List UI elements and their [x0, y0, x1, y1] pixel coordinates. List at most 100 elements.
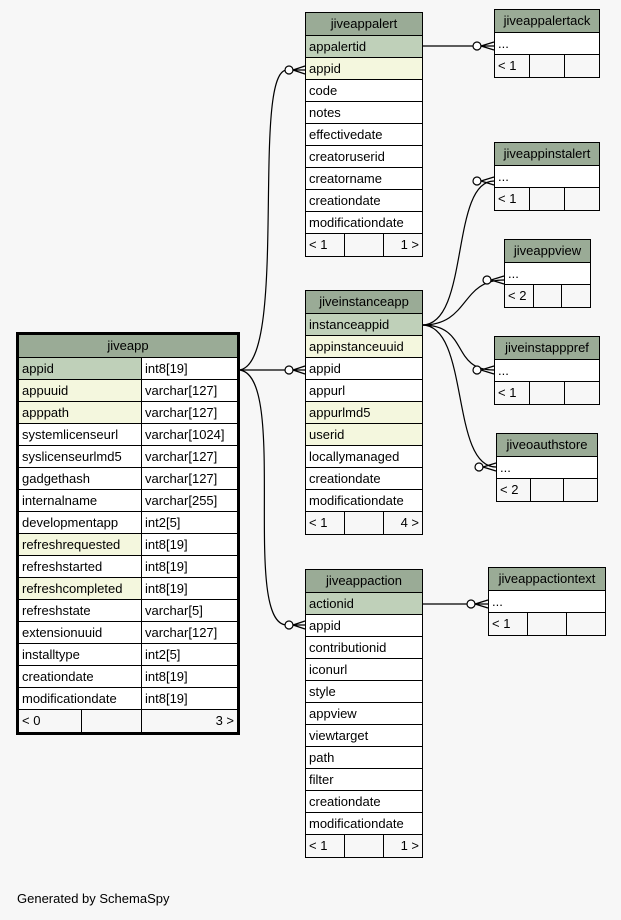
parent-count: < 1	[309, 237, 328, 252]
column-row: creationdate	[306, 791, 422, 813]
column-row: appinstanceuuid	[306, 336, 422, 358]
column-row: code	[306, 80, 422, 102]
table-title: jiveappalert	[306, 13, 422, 36]
column-name: extensionuuid	[19, 622, 141, 643]
relationship-end-marker	[474, 462, 484, 472]
column-name: refreshcompleted	[19, 578, 141, 599]
column-name: syslicenseurlmd5	[19, 446, 141, 467]
column-row: ...	[495, 33, 599, 55]
parent-count: < 1	[309, 838, 328, 853]
parent-count: < 2	[508, 288, 527, 303]
footer-blank	[532, 285, 562, 307]
relationship-line	[421, 180, 495, 326]
column-name: appview	[309, 706, 357, 721]
column-name: creatorname	[309, 171, 382, 186]
footer-blank	[344, 835, 383, 857]
table-jiveappalertack[interactable]: jiveappalertack... < 1	[494, 9, 600, 78]
column-type: int2[5]	[141, 512, 237, 533]
column-name: developmentapp	[19, 512, 141, 533]
column-type: varchar[127]	[141, 622, 237, 643]
column-row: appurlmd5	[306, 402, 422, 424]
column-row: ...	[495, 360, 599, 382]
column-type: varchar[127]	[141, 446, 237, 467]
column-name: appid	[19, 358, 141, 379]
table-jiveinstapppref[interactable]: jiveinstapppref...< 1	[494, 336, 600, 405]
column-name: modificationdate	[19, 688, 141, 709]
column-row: creatoruserid	[306, 146, 422, 168]
column-type: varchar[1024]	[141, 424, 237, 445]
column-row: appurl	[306, 380, 422, 402]
footer-blank	[529, 55, 564, 77]
footer-blank	[529, 188, 564, 210]
child-count: 1 >	[383, 835, 422, 857]
column-row: effectivedate	[306, 124, 422, 146]
footer-blank	[527, 613, 566, 635]
relationship-end-marker	[284, 65, 294, 75]
column-name: internalname	[19, 490, 141, 511]
column-row: instanceappid	[306, 314, 422, 336]
column-name: creationdate	[309, 471, 381, 486]
column-name: creationdate	[309, 794, 381, 809]
parent-count: < 1	[498, 58, 517, 73]
column-row: ...	[505, 263, 590, 285]
child-count: 4 >	[383, 512, 422, 534]
column-type: int8[19]	[141, 688, 237, 709]
table-jiveappinstalert[interactable]: jiveappinstalert...< 1	[494, 142, 600, 211]
column-name: viewtarget	[309, 728, 369, 743]
column-name: ...	[508, 266, 519, 281]
table-footer: < 1 1 >	[306, 835, 422, 857]
relationship-line	[421, 324, 495, 371]
table-jiveappactiontext[interactable]: jiveappactiontext...< 1	[488, 567, 606, 636]
table-footer: < 1 4 >	[306, 512, 422, 534]
crowfoot-mark	[490, 275, 505, 285]
column-name: installtype	[19, 644, 141, 665]
column-row: creationdate	[306, 468, 422, 490]
parent-count: < 1	[309, 515, 328, 530]
column-type: int8[19]	[141, 556, 237, 577]
column-row: contributionid	[306, 637, 422, 659]
table-title: jiveappalertack	[495, 10, 599, 33]
footer-blank	[529, 479, 564, 501]
generated-by-caption: Generated by SchemaSpy	[17, 891, 170, 906]
table-title: jiveappactiontext	[489, 568, 605, 591]
column-name: appid	[309, 618, 341, 633]
table-jiveoauthstore[interactable]: jiveoauthstore...< 2	[496, 433, 598, 502]
crowfoot-mark	[474, 599, 489, 609]
crowfoot-mark	[482, 462, 497, 472]
crowfoot-mark	[292, 65, 306, 75]
footer-blank	[344, 512, 383, 534]
column-type: varchar[255]	[141, 490, 237, 511]
column-row: style	[306, 681, 422, 703]
table-title: jiveappview	[505, 240, 590, 263]
column-type: int8[19]	[141, 358, 237, 379]
column-name: modificationdate	[309, 816, 404, 831]
column-name: appuuid	[19, 380, 141, 401]
column-row: userid	[306, 424, 422, 446]
column-name: appinstanceuuid	[309, 339, 404, 354]
column-row: locallymanaged	[306, 446, 422, 468]
column-name: ...	[498, 36, 509, 51]
column-row: appid	[306, 358, 422, 380]
table-jiveappview[interactable]: jiveappview... < 2	[504, 239, 591, 308]
column-name: userid	[309, 427, 345, 442]
relationship-end-marker	[472, 41, 482, 51]
column-name: refreshstarted	[19, 556, 141, 577]
relationship-end-marker	[284, 620, 294, 630]
column-row: filter	[306, 769, 422, 791]
table-footer: < 1	[495, 382, 599, 404]
table-footer: < 2	[505, 285, 590, 307]
column-name: locallymanaged	[309, 449, 400, 464]
column-name: creationdate	[19, 666, 141, 687]
relationship-end-marker	[472, 176, 482, 186]
column-name: code	[309, 83, 338, 98]
